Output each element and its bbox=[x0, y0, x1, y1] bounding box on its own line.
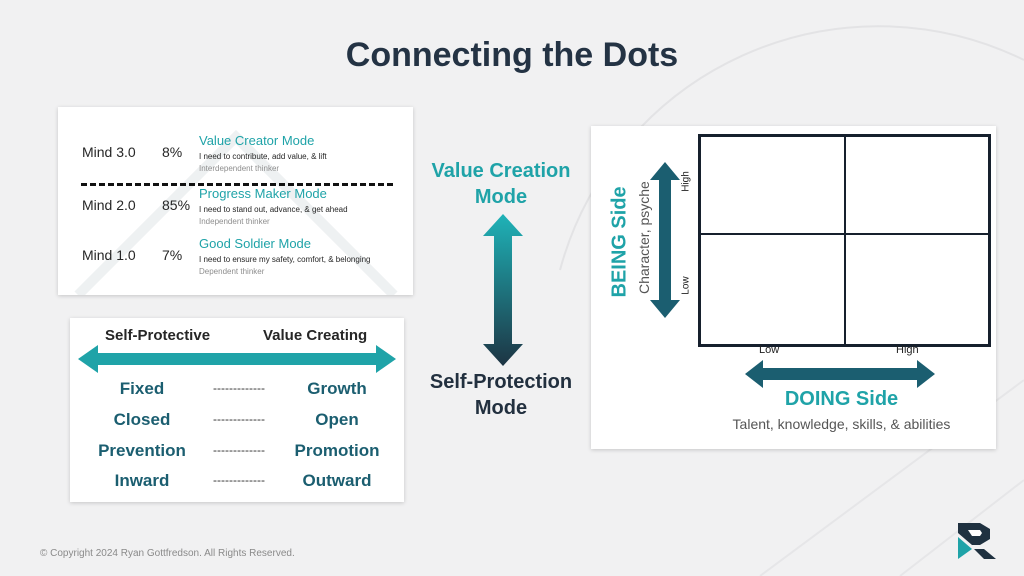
being-side-label: BEING Side bbox=[608, 186, 631, 298]
dashed-divider bbox=[81, 183, 393, 186]
mind-thinker: Interdependent thinker bbox=[199, 164, 280, 173]
row-separator: ------------- bbox=[213, 473, 265, 487]
mind-need: I need to contribute, add value, & lift bbox=[199, 152, 327, 161]
doing-side-label: DOING Side bbox=[784, 388, 899, 410]
horizontal-low-label: Low bbox=[759, 344, 780, 356]
creating-item: Open bbox=[315, 410, 359, 429]
row-separator: ------------- bbox=[213, 381, 265, 395]
double-arrow-icon bbox=[78, 345, 396, 373]
mind-percent: 7% bbox=[162, 247, 183, 263]
horizontal-high-label: High bbox=[896, 344, 919, 356]
mind-thinker: Dependent thinker bbox=[199, 267, 265, 276]
protective-item: Closed bbox=[113, 410, 171, 429]
vertical-low-label: Low bbox=[680, 276, 692, 295]
page-title: Connecting the Dots bbox=[345, 36, 679, 74]
being-side-sublabel: Character, psyche bbox=[636, 181, 652, 294]
value-creation-line1: Value Creation bbox=[431, 160, 571, 182]
vertical-high-label: High bbox=[680, 171, 692, 192]
quadrant-grid bbox=[698, 134, 991, 347]
doing-side-sublabel: Talent, knowledge, skills, & abilities bbox=[732, 416, 951, 432]
mind-thinker: Independent thinker bbox=[199, 217, 270, 226]
row-separator: ------------- bbox=[213, 412, 265, 426]
mind-label: Mind 2.0 bbox=[82, 197, 136, 213]
protective-item: Prevention bbox=[98, 441, 186, 460]
creating-item: Promotion bbox=[294, 441, 380, 460]
quadrant-horizontal-divider bbox=[701, 233, 988, 235]
being-doing-quadrant-card: BEING Side Character, psyche High Low Lo… bbox=[591, 126, 996, 449]
protective-creating-card: Self-Protective Value Creating Fixed ---… bbox=[70, 318, 404, 502]
mind-mode: Progress Maker Mode bbox=[199, 186, 327, 201]
vertical-double-arrow-icon bbox=[483, 214, 523, 366]
protective-item: Inward bbox=[114, 471, 170, 490]
mind-label: Mind 3.0 bbox=[82, 144, 136, 160]
creating-item: Growth bbox=[307, 379, 367, 398]
mind-mode: Value Creator Mode bbox=[199, 133, 315, 148]
self-protection-line2: Mode bbox=[474, 397, 528, 419]
brand-logo-icon bbox=[958, 523, 996, 559]
protective-item: Fixed bbox=[119, 379, 165, 398]
self-protective-heading: Self-Protective bbox=[105, 327, 211, 344]
vertical-axis-arrow-icon bbox=[650, 162, 680, 318]
mind-mode: Good Soldier Mode bbox=[199, 236, 312, 251]
mind-label: Mind 1.0 bbox=[82, 247, 136, 263]
creating-item: Outward bbox=[302, 471, 372, 490]
copyright-footer: © Copyright 2024 Ryan Gottfredson. All R… bbox=[40, 548, 295, 559]
mind-need: I need to stand out, advance, & get ahea… bbox=[199, 205, 348, 214]
self-protection-mode-label: Self-Protection Mode bbox=[401, 369, 601, 421]
mind-percent: 85% bbox=[162, 197, 191, 213]
mind-need: I need to ensure my safety, comfort, & b… bbox=[199, 255, 371, 264]
value-creation-mode-label: Value Creation Mode bbox=[401, 158, 601, 210]
triangle-watermark bbox=[74, 129, 398, 295]
row-separator: ------------- bbox=[213, 443, 265, 457]
self-protection-line1: Self-Protection bbox=[429, 371, 573, 393]
horizontal-axis-arrow-icon bbox=[745, 360, 935, 388]
value-creation-line2: Mode bbox=[474, 186, 528, 208]
mind-percent: 8% bbox=[162, 144, 183, 160]
quadrant-vertical-divider bbox=[844, 137, 846, 344]
value-creating-heading: Value Creating bbox=[263, 327, 368, 344]
mind-levels-card: Mind 3.0 8% Value Creator Mode I need to… bbox=[58, 107, 413, 295]
